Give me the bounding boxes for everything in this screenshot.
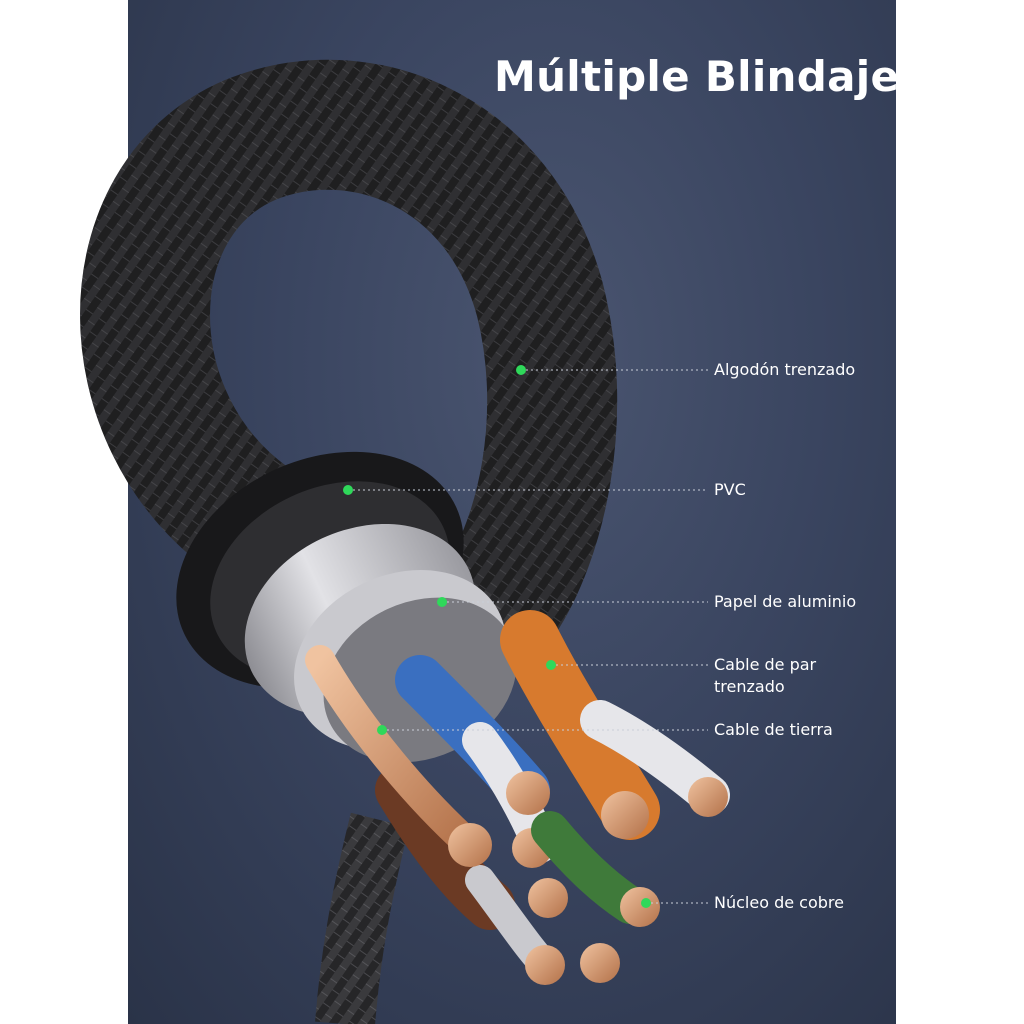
marker-pvc <box>343 485 353 495</box>
ground-wire <box>305 645 492 867</box>
orange-twisted-pair <box>500 610 730 840</box>
marker-twisted-pair <box>546 660 556 670</box>
callouts <box>343 365 708 908</box>
label-twisted-pair-line1: Cable de par <box>714 655 817 674</box>
green-twisted-pair <box>531 811 660 983</box>
marker-aluminum-foil <box>437 597 447 607</box>
marker-copper-core <box>641 898 651 908</box>
label-braided-cotton: Algodón trenzado <box>714 360 856 379</box>
brown-twisted-pair <box>375 765 568 985</box>
marker-ground-wire <box>377 725 387 735</box>
page-title: Múltiple Blindaje <box>494 52 900 101</box>
label-copper-core: Núcleo de cobre <box>714 893 844 912</box>
label-pvc: PVC <box>714 480 746 499</box>
label-ground-wire: Cable de tierra <box>714 720 833 739</box>
braided-cable-loop <box>80 59 618 1024</box>
label-aluminum-foil: Papel de aluminio <box>714 592 857 611</box>
marker-braided-cotton <box>516 365 526 375</box>
label-twisted-pair-line2: trenzado <box>714 677 785 696</box>
